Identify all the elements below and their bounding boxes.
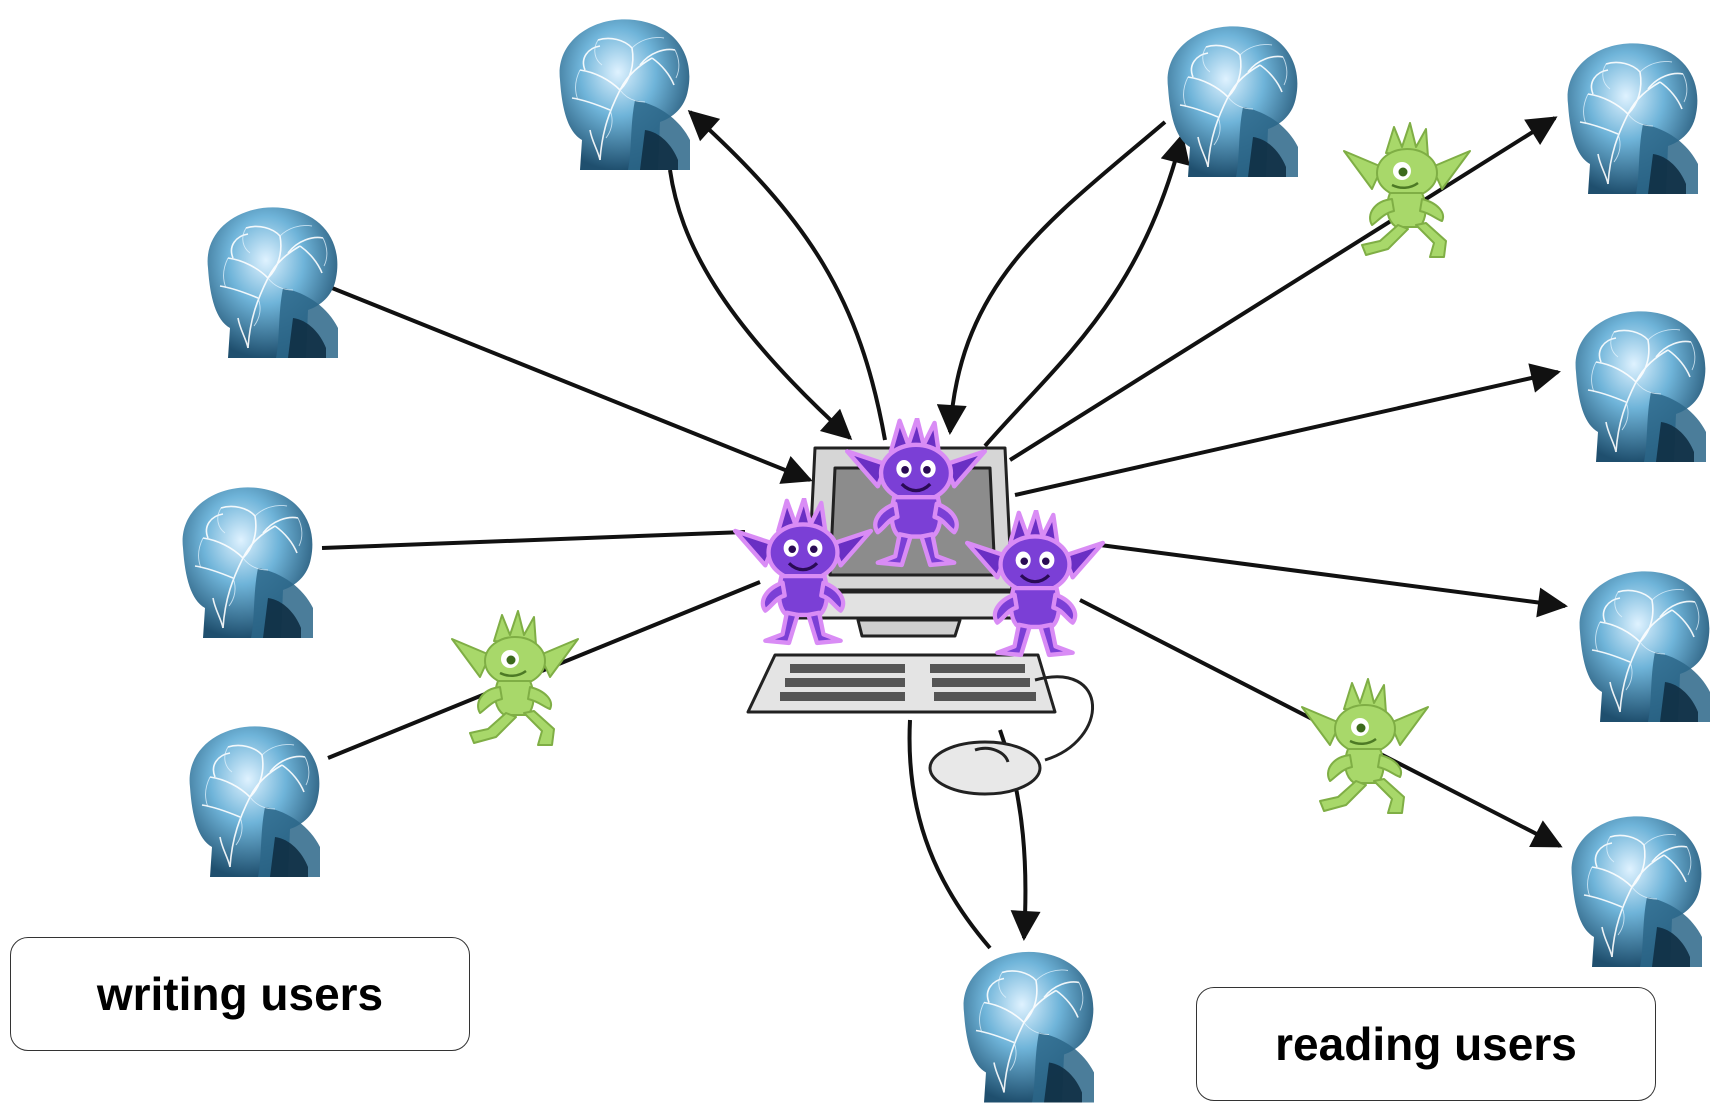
brain-xray-icon bbox=[206, 206, 339, 359]
brain-xray-icon bbox=[1166, 25, 1299, 178]
arrow-writer-1 bbox=[331, 286, 813, 484]
link-writer-2 bbox=[321, 530, 746, 550]
link-bottom-in bbox=[907, 719, 992, 950]
arrow-topcenter-in bbox=[936, 120, 1167, 435]
reading-users-label: reading users bbox=[1196, 987, 1656, 1101]
brain-xray-icon bbox=[1578, 570, 1711, 723]
arrow-reader-3 bbox=[1099, 543, 1568, 618]
arrow-topcenter-out bbox=[983, 133, 1190, 448]
connections bbox=[321, 109, 1568, 950]
writing-users-label: writing users bbox=[10, 937, 470, 1051]
arrow-reader-1 bbox=[1008, 116, 1558, 462]
arrow-topleft-out bbox=[687, 109, 887, 441]
brain-xray-icon bbox=[181, 486, 314, 639]
brain-xray-icon bbox=[962, 951, 1095, 1104]
brain-xray-icon bbox=[1574, 310, 1707, 463]
green-goblin-icon bbox=[450, 610, 580, 747]
brain-xray-icon bbox=[1570, 815, 1703, 968]
brain-xray-icon bbox=[1566, 42, 1699, 195]
brain-xray-icon bbox=[558, 18, 691, 171]
arrow-topleft-in bbox=[668, 169, 853, 441]
arrow-reader-2 bbox=[1014, 363, 1561, 497]
brain-xray-icon bbox=[188, 725, 321, 878]
green-goblin-icon bbox=[1300, 678, 1430, 815]
